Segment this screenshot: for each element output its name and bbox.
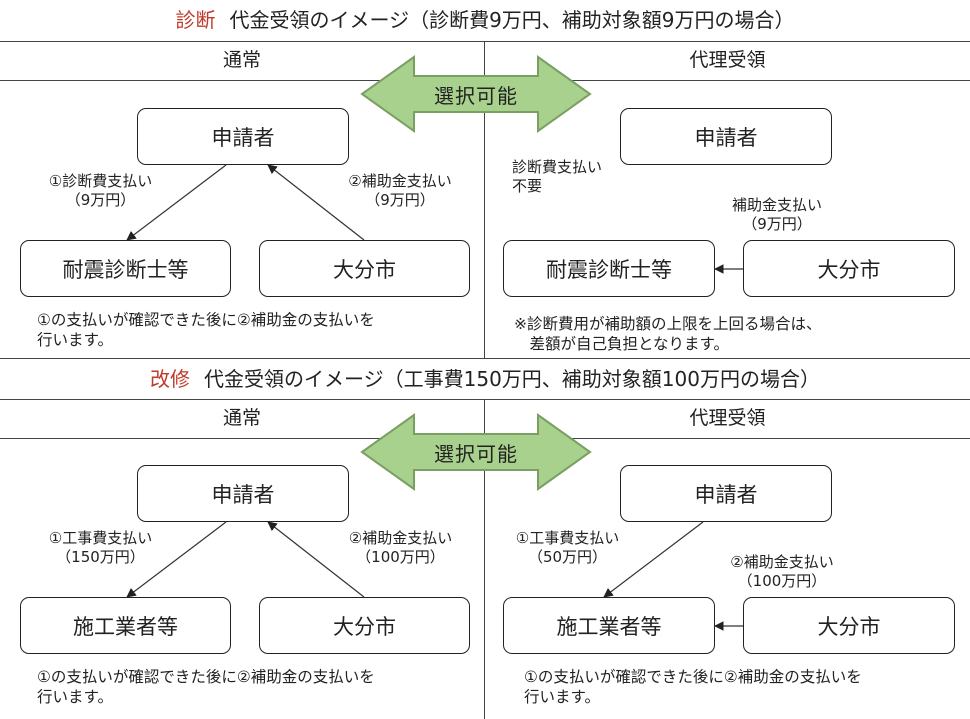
section-tag: 改修 [150, 367, 191, 391]
node-applicant: 申請者 [620, 465, 832, 522]
note-text: ①の支払いが確認できた後に②補助金の支払いを 行います。 [524, 668, 862, 706]
badge-label: 選択可能 [434, 83, 518, 108]
double-arrow-icon [360, 413, 592, 491]
column-header-normal: 通常 [222, 49, 261, 71]
node-applicant: 申請者 [137, 108, 349, 165]
note-text: ※診断費用が補助額の上限を上回る場合は、 差額が自己負担となります。 [514, 315, 822, 353]
edge-label-payment: ①工事費支払い （150万円） [48, 529, 153, 566]
section-title-text: 代金受領のイメージ（診断費9万円、補助対象額9万円の場合） [229, 8, 795, 32]
node-contractor: 施工業者等 [503, 597, 715, 654]
note-text: ①の支払いが確認できた後に②補助金の支払いを 行います。 [37, 311, 375, 349]
node-contractor: 耐震診断士等 [503, 240, 715, 297]
edge-label-subsidy: ②補助金支払い （100万円） [348, 529, 453, 566]
section-title-text: 代金受領のイメージ（工事費150万円、補助対象額100万円の場合） [204, 367, 820, 391]
badge-label: 選択可能 [434, 441, 518, 466]
column-header-proxy: 代理受領 [689, 49, 766, 71]
divider [0, 358, 970, 359]
edge-label-payment: ①診断費支払い （9万円） [48, 172, 153, 209]
section-title-renovation: 改修代金受領のイメージ（工事費150万円、補助対象額100万円の場合） [0, 364, 970, 394]
node-applicant: 申請者 [620, 108, 832, 165]
section-title-diagnosis: 診断代金受領のイメージ（診断費9万円、補助対象額9万円の場合） [0, 5, 970, 35]
edge-label-payment: ①工事費支払い （50万円） [515, 529, 620, 566]
node-city: 大分市 [743, 597, 955, 654]
column-divider [484, 41, 485, 359]
selectable-double-arrow: 選択可能 [360, 55, 592, 133]
edge-label-subsidy: 補助金支払い （9万円） [731, 196, 822, 233]
node-contractor: 施工業者等 [20, 597, 231, 654]
node-applicant: 申請者 [137, 465, 349, 522]
divider [0, 41, 970, 42]
selectable-double-arrow: 選択可能 [360, 413, 592, 491]
edge-label-subsidy: ②補助金支払い （100万円） [730, 553, 834, 590]
node-contractor: 耐震診断士等 [20, 240, 231, 297]
node-city: 大分市 [259, 597, 470, 654]
node-city: 大分市 [743, 240, 955, 297]
column-header-proxy: 代理受領 [689, 407, 766, 429]
divider [0, 399, 970, 400]
edge-label-subsidy: ②補助金支払い （9万円） [348, 172, 452, 209]
column-header-normal: 通常 [222, 407, 261, 429]
double-arrow-icon [360, 55, 592, 133]
edge-label-no-payment: 診断費支払い 不要 [512, 158, 603, 195]
column-divider [484, 399, 485, 719]
node-city: 大分市 [259, 240, 470, 297]
note-text: ①の支払いが確認できた後に②補助金の支払いを 行います。 [37, 668, 375, 706]
section-tag: 診断 [175, 8, 216, 32]
